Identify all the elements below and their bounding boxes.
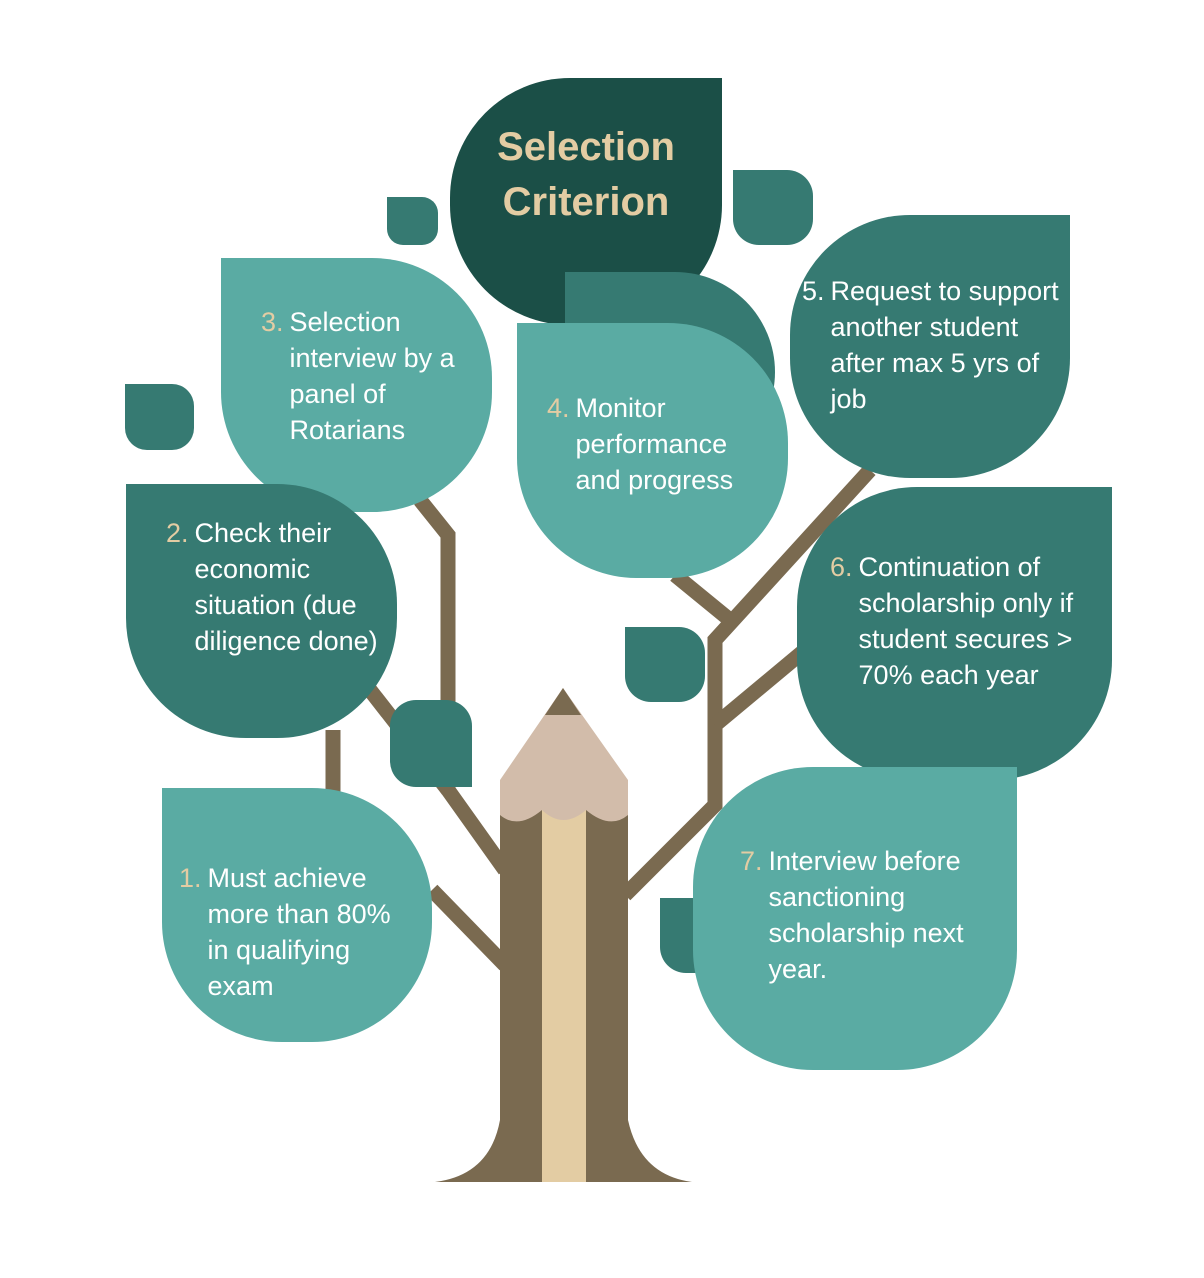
item-text: Must achieve more than 80% in qualifying… [207, 863, 391, 1001]
small-leaf [733, 170, 813, 245]
item-text: Monitor performance and progress [575, 393, 734, 495]
small-leaf [625, 627, 705, 702]
item-number: 6. [830, 552, 853, 582]
leaf-item-5: 5.Request to support another student aft… [790, 215, 1070, 478]
leaf-item-1: 1.Must achieve more than 80% in qualifyi… [162, 788, 432, 1042]
small-leaf [390, 700, 472, 787]
leaf-item-4: 4.Monitor performance and progress [517, 323, 788, 578]
item-text: Request to support another student after… [830, 276, 1059, 414]
item-text: Interview before sanctioning scholarship… [768, 846, 964, 984]
title-line-2: Criterion [502, 180, 670, 224]
small-leaf [387, 197, 438, 245]
leaf-item-6: 6.Continuation of scholarship only if st… [797, 487, 1112, 780]
title-line-1: Selection [497, 125, 675, 169]
small-leaf [125, 384, 194, 450]
item-text: Continuation of scholarship only if stud… [858, 552, 1074, 690]
item-text: Check their economic situation (due dili… [194, 518, 378, 656]
leaf-item-2: 2.Check their economic situation (due di… [126, 484, 397, 738]
item-number: 1. [179, 863, 202, 893]
leaf-item-7: 7.Interview before sanctioning scholarsh… [693, 767, 1017, 1070]
pencil-trunk [435, 688, 692, 1182]
leaf-item-3: 3.Selection interview by a panel of Rota… [221, 258, 492, 512]
item-number: 2. [166, 518, 189, 548]
diagram-title: Selection Criterion [450, 120, 722, 230]
item-number: 3. [261, 307, 284, 337]
item-number: 7. [740, 846, 763, 876]
item-number: 4. [547, 393, 570, 423]
item-number: 5. [802, 276, 825, 306]
item-text: Selection interview by a panel of Rotari… [289, 307, 455, 445]
